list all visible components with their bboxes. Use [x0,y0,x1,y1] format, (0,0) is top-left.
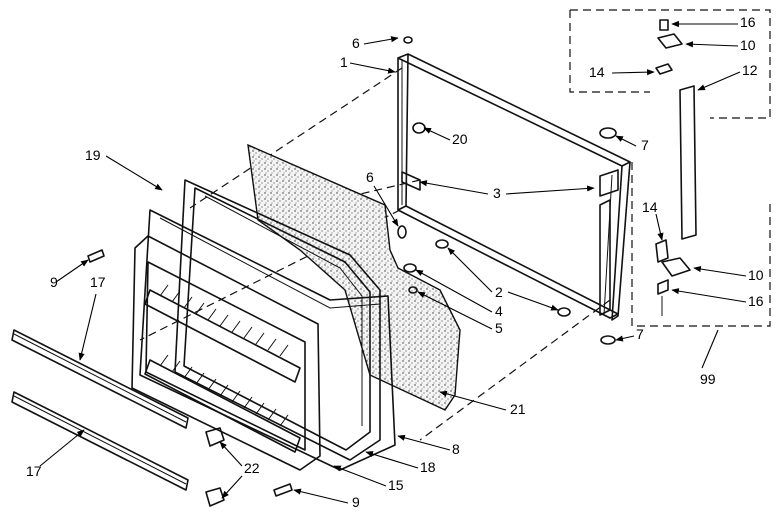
callout-c9a: 9 [50,274,58,290]
callout-c20: 20 [452,131,468,147]
leader-lines [39,20,747,504]
callout-c6a: 6 [352,35,360,51]
callout-c12: 12 [742,62,758,78]
side-rail [599,199,611,316]
callout-c10b: 10 [748,267,764,283]
callout-c4: 4 [495,303,503,319]
callout-c7a: 7 [641,137,649,153]
callout-c19: 19 [85,147,101,163]
callout-c2: 2 [495,284,503,300]
callout-c10a: 10 [740,37,756,53]
door-gasket [174,179,381,461]
callout-c17a: 17 [90,274,106,290]
shelf-bars [11,329,189,491]
callout-c5: 5 [495,320,503,336]
insulation-panel [247,143,461,411]
callout-c17b: 17 [26,463,42,479]
callout-c7b: 7 [636,326,644,342]
door-frame [397,53,631,321]
callout-c16b: 16 [748,293,764,309]
door-shelf-panel [131,235,321,471]
callout-c3: 3 [493,185,501,201]
screws [87,249,293,497]
callout-c14b: 14 [642,199,658,215]
callout-c1: 1 [340,54,348,70]
hinge-parts [655,19,697,316]
callout-c9b: 9 [352,494,360,510]
callout-c6b: 6 [366,169,374,185]
callout-c99: 99 [700,371,716,387]
callout-c15: 15 [388,477,404,493]
hinge-kit-outline [569,9,771,327]
callout-c22: 22 [244,460,260,476]
shelf-end-caps [205,427,225,507]
callout-c8: 8 [452,441,460,457]
callout-c16a: 16 [740,14,756,30]
hinge-brackets [401,169,619,197]
door-liner [139,209,396,471]
callout-c18: 18 [420,459,436,475]
callout-c21: 21 [510,401,526,417]
callout-c14a: 14 [589,64,605,80]
